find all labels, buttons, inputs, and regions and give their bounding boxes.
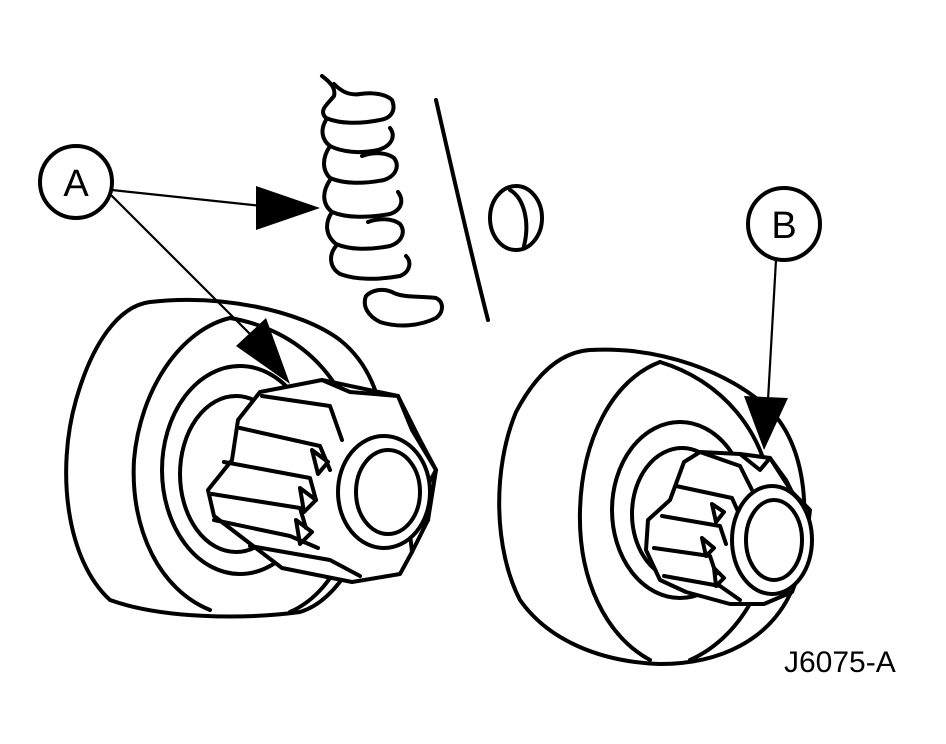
leader-b xyxy=(766,258,778,402)
flywheel-edge-arc xyxy=(434,98,490,322)
arrowhead-b xyxy=(744,396,788,450)
callout-b-circle xyxy=(746,186,822,262)
callout-a-label: A xyxy=(63,163,89,205)
starter-drive-right xyxy=(497,347,814,666)
starter-drive-left xyxy=(64,298,438,619)
leader-a-ring-gear xyxy=(110,188,264,208)
ring-gear-teeth xyxy=(320,74,444,328)
callout-a: A xyxy=(38,144,320,384)
callout-a-circle xyxy=(38,144,114,220)
arrowhead-a-pinion xyxy=(236,318,290,384)
leader-a-pinion xyxy=(110,194,254,338)
callout-b-label: B xyxy=(771,205,796,247)
arrowhead-a-ring-gear xyxy=(256,186,320,230)
dowel-pin xyxy=(488,184,544,252)
figure-id: J6075-A xyxy=(784,646,896,679)
callout-b: B xyxy=(744,186,822,450)
